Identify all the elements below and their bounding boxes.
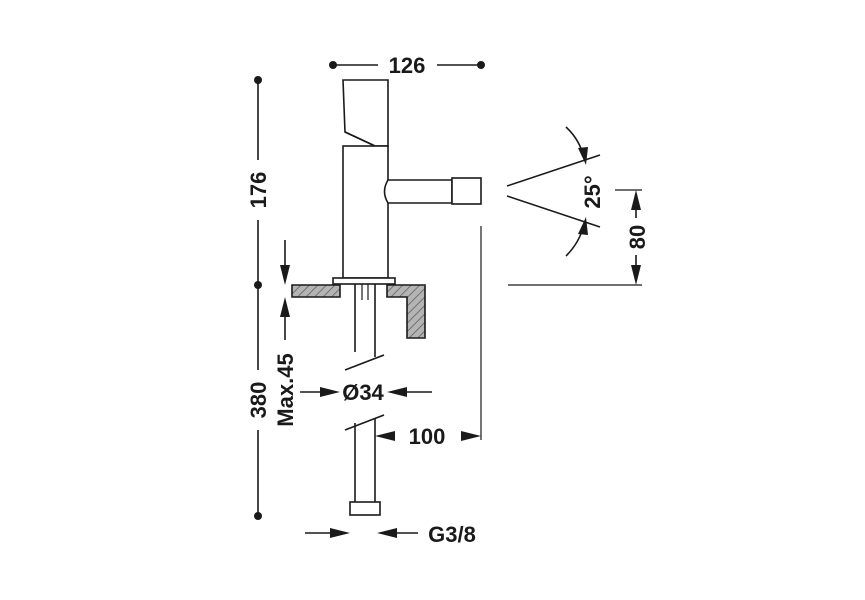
dim-max-thickness: Max.45	[273, 240, 298, 427]
dim-height-total-label: 176	[246, 172, 271, 209]
dim-spout-reach-label: 100	[409, 424, 446, 449]
dim-spray-angle: 25°	[506, 126, 605, 257]
dim-hole-diameter: Ø34	[300, 380, 432, 405]
dim-height-lower-label: 380	[246, 382, 271, 419]
dim-max-thickness-label: Max.45	[273, 353, 298, 426]
supply-pipes	[344, 284, 385, 502]
faucet-body	[332, 145, 396, 285]
dim-width-top: 126	[329, 53, 485, 78]
dim-height-total: 176	[246, 76, 271, 289]
connection-fitting	[349, 501, 381, 516]
dim-spout-height-label: 80	[625, 225, 650, 249]
dim-spray-angle-label: 25°	[580, 175, 605, 208]
dim-connection-label: G3/8	[428, 522, 476, 547]
dim-hole-diameter-label: Ø34	[342, 380, 384, 405]
deck-section	[291, 284, 426, 339]
dim-height-lower: 380	[246, 285, 271, 520]
dim-spout-height: 80	[508, 189, 650, 286]
faucet-handle	[342, 79, 389, 147]
dim-spout-reach: 100	[375, 226, 482, 449]
dim-connection: G3/8	[305, 522, 476, 547]
dim-width-top-label: 126	[389, 53, 426, 78]
faucet-spout	[383, 177, 482, 205]
